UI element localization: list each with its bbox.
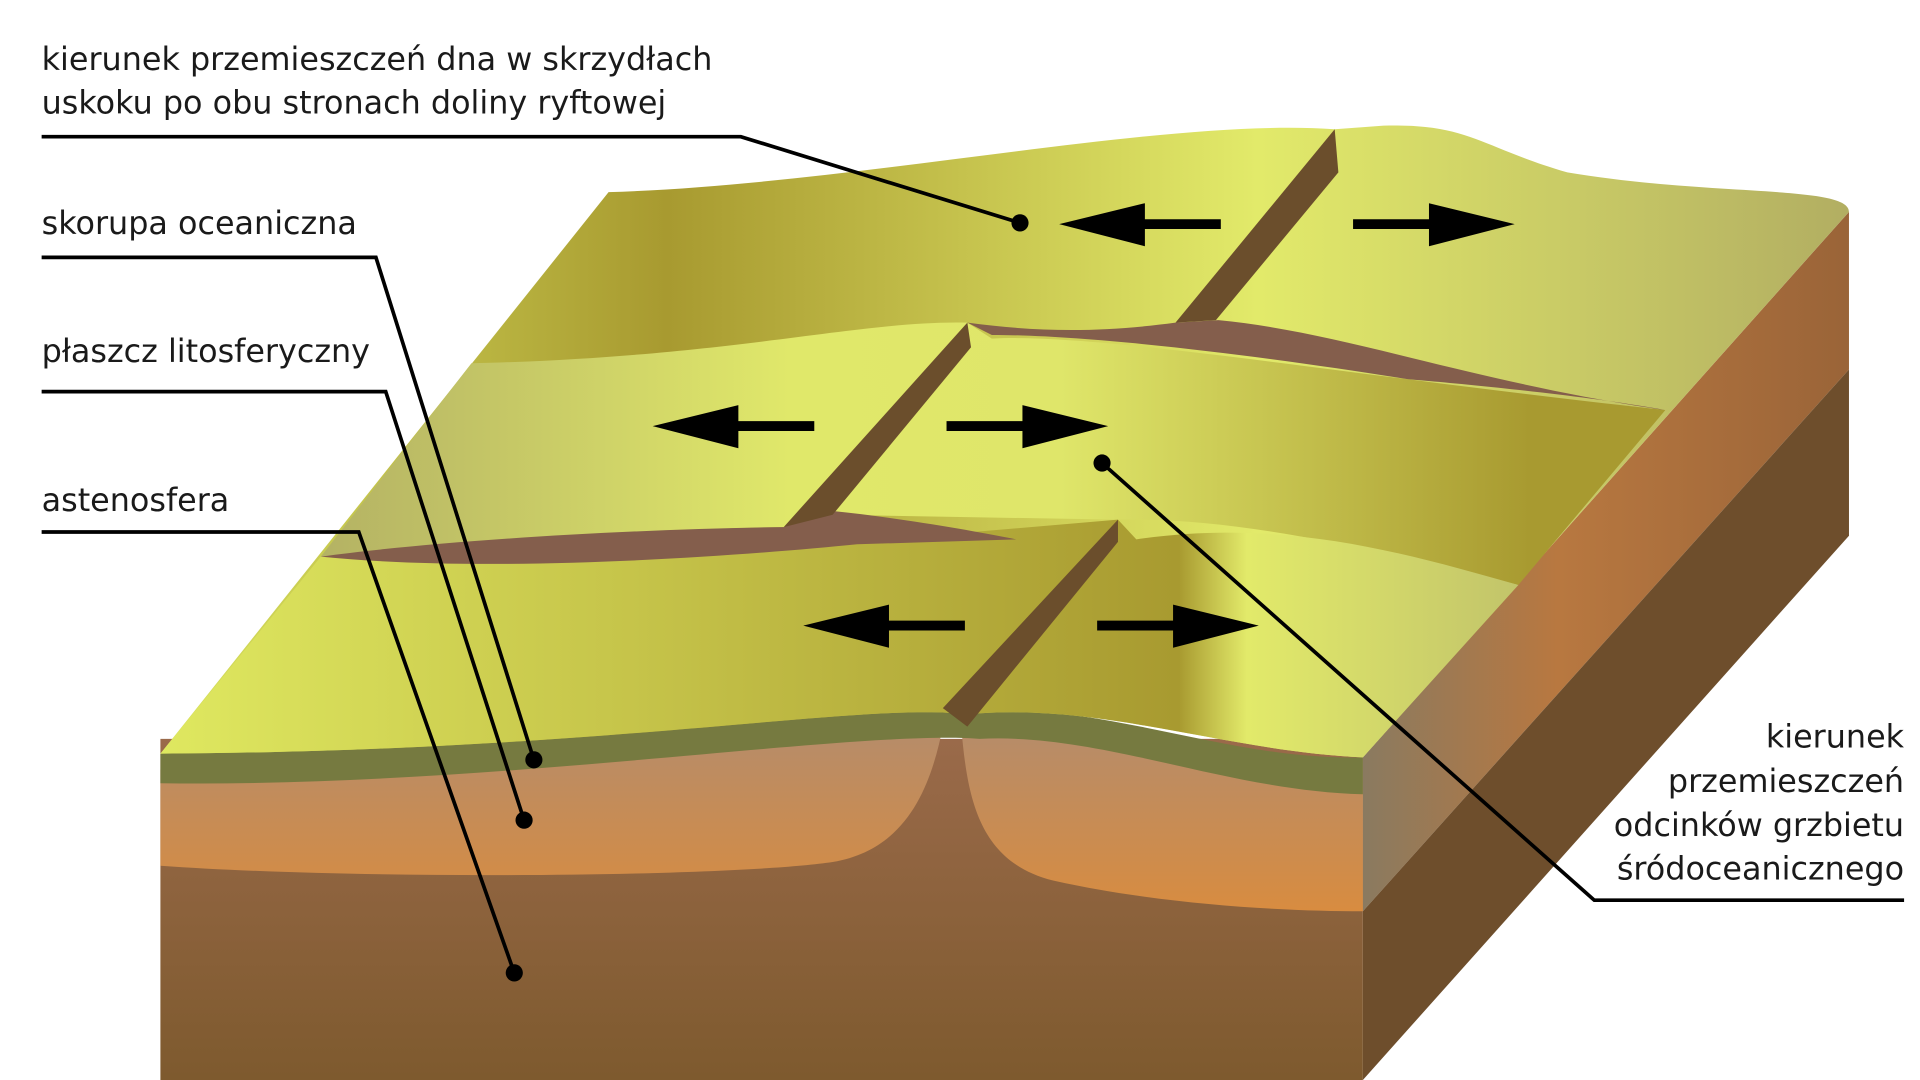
block-front-face: [160, 702, 1363, 1080]
arrow-left-icon: [652, 405, 815, 449]
arrow-left-icon: [803, 604, 965, 648]
leader-lines: [41, 134, 1905, 974]
label-fault-motion-line2: uskoku po obu stronach doliny ryftowej: [42, 83, 667, 121]
rift-gap-front: [320, 511, 1017, 564]
ridge-wall-middle: [783, 322, 972, 528]
rift-gap-back: [967, 320, 1666, 411]
arrow-left-icon: [1059, 203, 1221, 247]
oceanic-crust-layer: [160, 702, 1363, 795]
labels: kierunek przemieszczeń dna w skrzydłach …: [42, 40, 1905, 887]
block-side-face: [1362, 211, 1849, 1080]
label-ridge-motion-line3: odcinków grzbietu: [1614, 806, 1904, 844]
label-oceanic-crust: skorupa oceaniczna: [42, 204, 357, 242]
label-ridge-motion-line2: przemieszczeń: [1668, 762, 1904, 800]
arrow-right-icon: [1353, 203, 1515, 247]
label-ridge-motion-line4: śródoceanicznego: [1617, 849, 1904, 887]
arrow-right-icon: [946, 405, 1109, 449]
label-lithospheric-mantle: płaszcz litosferyczny: [42, 332, 370, 370]
label-asthenosphere: astenosfera: [42, 481, 230, 519]
ridge-wall-front: [942, 519, 1118, 727]
leader-dots: [505, 214, 1111, 982]
ridge-wall-back: [1175, 129, 1339, 323]
label-fault-motion-line1: kierunek przemieszczeń dna w skrzydłach: [42, 40, 713, 78]
front-segment: [160, 519, 1519, 758]
block-top-surface: [160, 125, 1849, 758]
arrow-right-icon: [1097, 604, 1259, 648]
label-ridge-motion-line1: kierunek: [1766, 717, 1905, 755]
middle-segment: [320, 322, 1666, 585]
motion-arrows: [652, 203, 1515, 648]
